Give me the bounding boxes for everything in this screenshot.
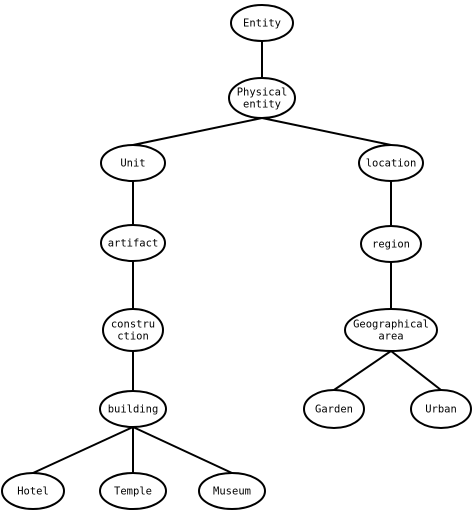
edge-physical-entity-to-location <box>261 117 392 146</box>
node-construction-label-1: constru <box>111 319 155 331</box>
node-hotel-label-1: Hotel <box>17 486 49 498</box>
node-building-ellipse <box>99 390 167 428</box>
node-urban: Urban <box>410 389 472 429</box>
node-urban-ellipse <box>410 389 472 429</box>
node-artifact: artifact <box>100 224 166 262</box>
node-urban-label-1: Urban <box>425 404 457 416</box>
node-region-ellipse <box>360 225 422 263</box>
node-temple-ellipse <box>99 472 167 510</box>
edge-physical-entity-to-unit <box>132 117 263 146</box>
node-entity-ellipse <box>230 4 294 42</box>
edges-layer <box>32 41 442 474</box>
node-museum: Museum <box>198 472 266 510</box>
node-entity-label-1: Entity <box>243 18 281 30</box>
node-geographical-area-label-1: Geographical <box>353 319 429 331</box>
node-region-label-1: region <box>372 239 410 251</box>
edge-geographical-area-to-urban <box>390 350 442 391</box>
edge-geographical-area-to-garden <box>333 350 392 391</box>
node-building-label-1: building <box>108 404 159 416</box>
node-physical-entity-ellipse <box>228 77 296 119</box>
node-temple-label-1: Temple <box>114 486 152 498</box>
node-hotel-ellipse <box>1 472 65 510</box>
node-geographical-area-label-2: area <box>378 331 403 343</box>
edge-building-to-hotel <box>32 426 134 474</box>
node-unit-label-1: Unit <box>120 158 145 170</box>
node-hotel: Hotel <box>1 472 65 510</box>
node-region: region <box>360 225 422 263</box>
node-museum-label-1: Museum <box>213 486 251 498</box>
node-physical-entity-label-2: entity <box>243 99 281 111</box>
node-garden-ellipse <box>303 389 365 429</box>
node-location-ellipse <box>358 144 424 182</box>
node-building: building <box>99 390 167 428</box>
node-unit-ellipse <box>100 144 166 182</box>
node-location-label-1: location <box>366 158 417 170</box>
node-geographical-area-ellipse <box>344 308 438 352</box>
node-temple: Temple <box>99 472 167 510</box>
node-artifact-label-1: artifact <box>108 238 159 250</box>
node-garden-label-1: Garden <box>315 404 353 416</box>
edge-building-to-museum <box>132 426 233 474</box>
node-museum-ellipse <box>198 472 266 510</box>
node-entity: Entity <box>230 4 294 42</box>
node-artifact-ellipse <box>100 224 166 262</box>
node-garden: Garden <box>303 389 365 429</box>
node-unit: Unit <box>100 144 166 182</box>
node-construction-ellipse <box>102 308 164 352</box>
node-location: location <box>358 144 424 182</box>
node-construction-label-2: ction <box>117 331 149 343</box>
node-physical-entity-label-1: Physical <box>237 87 288 99</box>
